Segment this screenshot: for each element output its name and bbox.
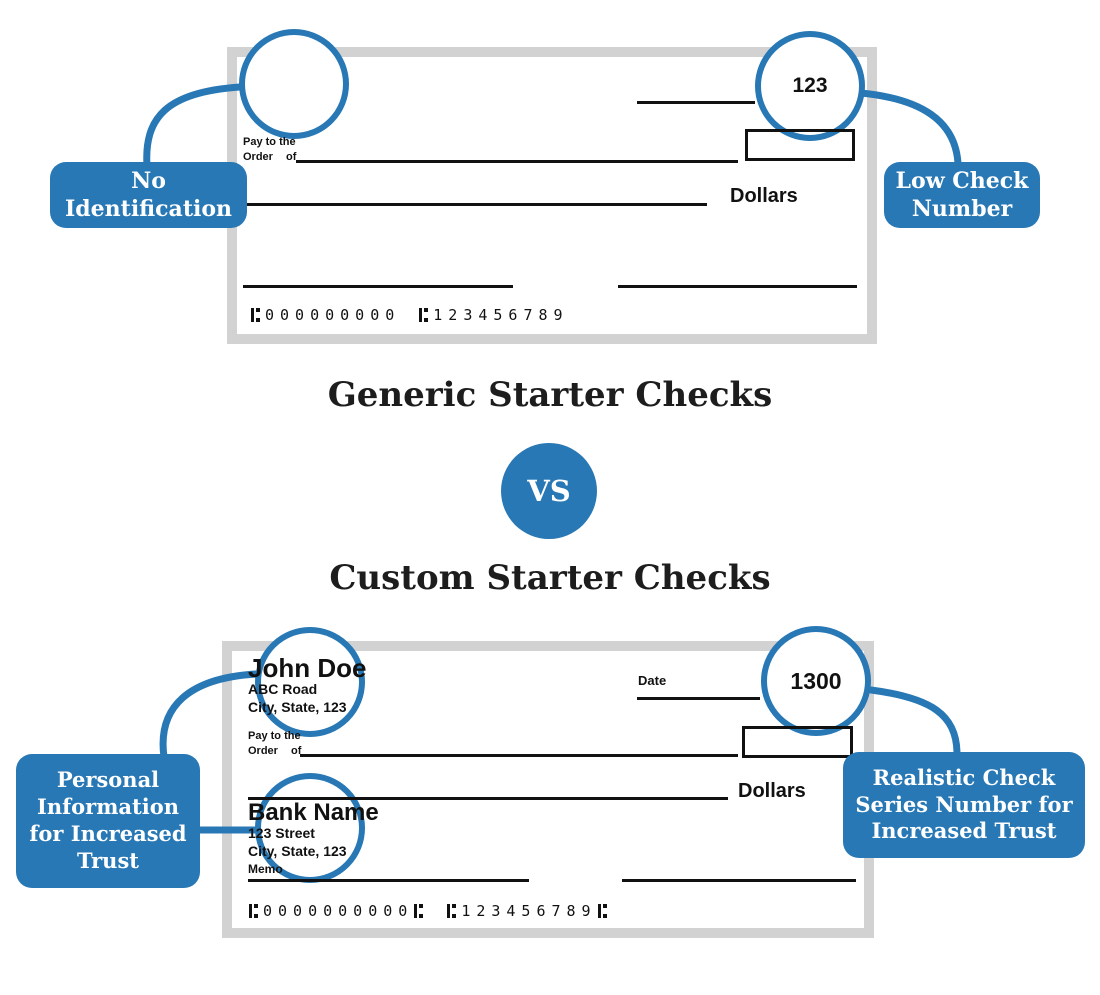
payor-info-block: John Doe ABC Road City, State, 123 [248, 655, 366, 716]
generic-amount-box [745, 129, 855, 161]
low-check-number-callout: Low Check Number [884, 162, 1040, 228]
memo-label: Memo [248, 862, 283, 876]
series-number-highlight-circle: 1300 [761, 626, 871, 736]
no-identification-callout: No Identification [50, 162, 247, 228]
payor-address1: ABC Road [248, 681, 318, 697]
callout-text-line: Personal [56, 767, 160, 793]
custom-dollars-label: Dollars [738, 780, 806, 802]
no-identification-highlight-circle [239, 29, 349, 139]
pay-to-line2: Order of [243, 151, 297, 164]
generic-date-line [637, 101, 755, 104]
callout-text-line: for Increased [29, 821, 187, 846]
connector-realistic-series [867, 686, 961, 756]
bank-address1: 123 Street [248, 825, 315, 841]
callout-text-line: Trust [77, 847, 139, 873]
check-number-highlight-circle: 123 [755, 31, 865, 141]
generic-pay-to-block: Pay to the Order of [243, 135, 296, 166]
callout-text-line: Series Number for [855, 791, 1073, 817]
generic-signature-line [618, 285, 857, 288]
vs-badge: VS [501, 443, 597, 539]
connector-no-identification [143, 83, 244, 170]
micr-transit-icon [597, 904, 607, 918]
pay-to-line2: Order of [248, 745, 302, 758]
generic-micr-routing: 000000000 [250, 306, 400, 324]
callout-text-line: Information [37, 794, 179, 820]
custom-amount-box [742, 726, 853, 758]
generic-checks-title: Generic Starter Checks [327, 375, 773, 415]
custom-micr-account: 123456789 [446, 902, 611, 920]
custom-micr-line: 0000000000 123456789 [248, 902, 612, 920]
custom-date-line [637, 697, 760, 700]
generic-dollars-label: Dollars [730, 185, 798, 207]
generic-check-number: 123 [792, 74, 828, 97]
bank-info-block: Bank Name 123 Street City, State, 123 [248, 801, 379, 860]
micr-transit-icon [414, 904, 423, 918]
custom-checks-title: Custom Starter Checks [329, 558, 771, 598]
callout-text-line: Increased Trust [871, 818, 1057, 844]
callout-text-line: Realistic Check [872, 764, 1056, 790]
bank-name: Bank Name [248, 799, 379, 826]
micr-transit-icon [447, 904, 456, 918]
bank-address2: City, State, 123 [248, 842, 347, 859]
micr-transit-icon [249, 904, 258, 918]
realistic-series-callout: Realistic Check Series Number for Increa… [843, 752, 1085, 858]
custom-micr-routing: 0000000000 [248, 902, 428, 920]
callout-text-line: Identification [64, 196, 233, 222]
payor-address2: City, State, 123 [248, 698, 347, 715]
generic-micr-account: 123456789 [418, 306, 568, 324]
custom-payee-line [300, 754, 738, 757]
micr-transit-icon [251, 308, 260, 322]
custom-signature-line [622, 879, 856, 882]
personal-information-callout: Personal Information for Increased Trust [16, 754, 200, 888]
generic-memo-line [243, 285, 513, 288]
pay-to-line1: Pay to the [248, 730, 301, 742]
custom-amount-words-line [248, 797, 728, 800]
callout-text-line: No [131, 167, 166, 194]
callout-text-line: Number [911, 196, 1013, 222]
vs-label: VS [527, 474, 571, 508]
custom-pay-to-block: Pay to the Order of [248, 729, 301, 760]
custom-memo-line [248, 879, 529, 882]
pay-to-line1: Pay to the [243, 136, 296, 148]
generic-amount-words-line [240, 203, 707, 206]
generic-payee-line [296, 160, 738, 163]
custom-check-number: 1300 [790, 667, 842, 694]
payor-name: John Doe [248, 653, 367, 683]
personal-info-highlight-circle [255, 627, 365, 737]
date-label: Date [638, 673, 667, 688]
callout-text-line: Low Check [895, 167, 1029, 194]
generic-micr-line: 000000000 123456789 [250, 306, 569, 324]
micr-transit-icon [419, 308, 428, 322]
